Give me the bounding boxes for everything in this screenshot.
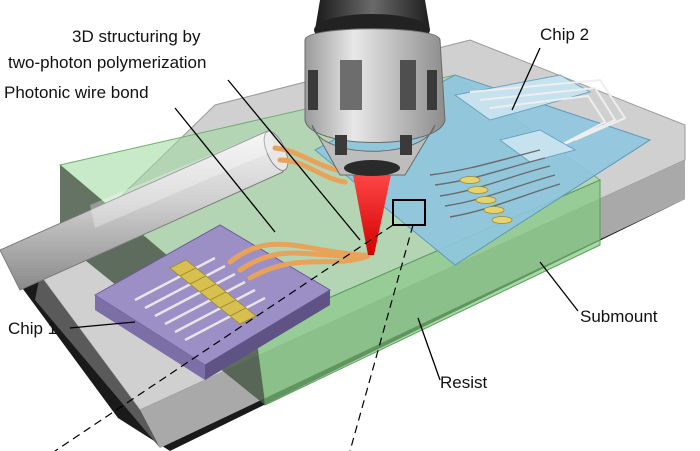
projection-line-right — [349, 224, 414, 451]
leader-resist — [417, 317, 441, 381]
zoom-region-box — [392, 199, 426, 226]
label-submount: Submount — [580, 307, 658, 326]
leader-structuring — [227, 79, 361, 241]
label-chip2: Chip 2 — [540, 25, 589, 44]
label-structuring-line2: two-photon polymerization — [8, 53, 206, 72]
projection-line-left — [54, 224, 394, 451]
label-chip1: Chip 1 — [8, 319, 57, 338]
leader-lines — [69, 47, 579, 381]
label-structuring-line1: 3D structuring by — [72, 27, 201, 46]
objective-lens — [304, 0, 446, 176]
leader-submount — [539, 261, 579, 312]
laser-beam — [352, 170, 392, 255]
leader-chip2 — [511, 47, 541, 111]
label-photonic-wire-bond: Photonic wire bond — [4, 83, 149, 102]
leader-wire-bond — [174, 107, 276, 233]
leader-chip1 — [69, 321, 136, 329]
optical-fiber — [0, 129, 289, 291]
chip1-body — [94, 224, 331, 380]
label-resist: Resist — [440, 373, 488, 392]
